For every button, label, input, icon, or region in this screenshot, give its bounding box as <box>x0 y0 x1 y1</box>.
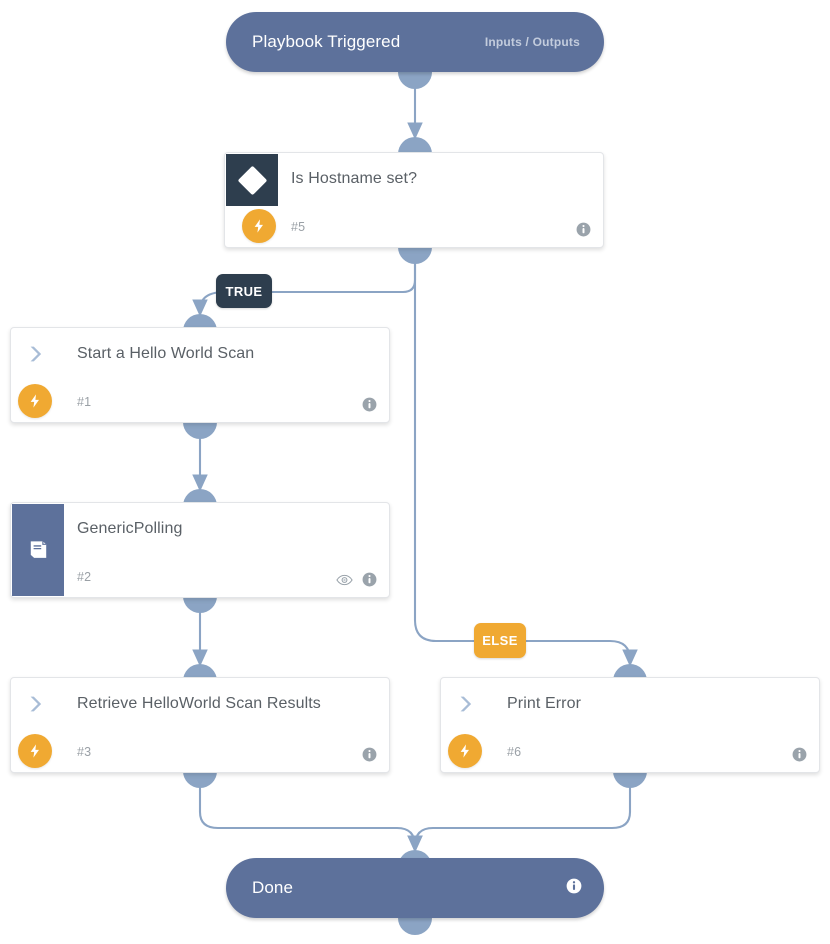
done-actions <box>566 878 582 899</box>
retrieve-number: #3 <box>77 745 92 759</box>
bolt-icon <box>30 744 39 758</box>
info-icon[interactable] <box>566 878 582 894</box>
bolt-badge[interactable] <box>448 734 482 768</box>
condition-title: Is Hostname set? <box>291 170 418 187</box>
dock-out-print-error[interactable] <box>613 771 647 788</box>
chevron-forward-icon-box <box>441 693 493 715</box>
condition-actions <box>576 222 591 237</box>
edge-error-to-done <box>407 784 632 853</box>
start-scan-meta-row: #1 <box>11 380 389 422</box>
start-scan-title-row: Start a Hello World Scan <box>11 328 389 380</box>
bolt-badge[interactable] <box>18 384 52 418</box>
retrieve-title-row: Retrieve HelloWorld Scan Results <box>11 678 389 730</box>
start-scan-number: #1 <box>77 395 92 409</box>
sub-playbook-icon-bar <box>12 504 64 596</box>
branch-else-text: ELSE <box>482 633 518 648</box>
inputs-outputs-link[interactable]: Inputs / Outputs <box>484 35 580 49</box>
chevron-forward-icon <box>460 696 472 712</box>
print-error-actions <box>792 747 807 762</box>
chevron-forward-icon <box>30 346 42 362</box>
print-error-meta-row: #6 <box>441 730 819 772</box>
info-icon[interactable] <box>362 747 377 762</box>
playbook-triggered-title: Playbook Triggered <box>252 32 401 51</box>
print-error-title-row: Print Error <box>441 678 819 730</box>
bolt-icon <box>254 219 263 233</box>
branch-true-text: TRUE <box>225 283 263 299</box>
node-retrieve-scan-results[interactable]: Retrieve HelloWorld Scan Results #3 <box>10 677 390 773</box>
dock-out-start-scan[interactable] <box>183 422 217 439</box>
dock-in-condition[interactable] <box>398 137 432 154</box>
retrieve-actions <box>362 747 377 762</box>
dock-out-retrieve[interactable] <box>183 771 217 788</box>
info-icon[interactable] <box>362 572 377 587</box>
node-print-error[interactable]: Print Error #6 <box>440 677 820 773</box>
bolt-badge[interactable] <box>242 209 276 243</box>
start-scan-title: Start a Hello World Scan <box>77 345 255 362</box>
bolt-icon <box>460 744 469 758</box>
chevron-forward-icon <box>30 696 42 712</box>
bolt-icon <box>30 394 39 408</box>
generic-polling-number: #2 <box>77 570 92 584</box>
generic-polling-title: GenericPolling <box>77 520 183 537</box>
dock-in-start-scan[interactable] <box>183 314 217 331</box>
bolt-badge[interactable] <box>18 734 52 768</box>
book-icon <box>30 540 46 558</box>
dock-in-print-error[interactable] <box>613 664 647 681</box>
edge-condition-else <box>413 260 638 667</box>
dock-out-condition[interactable] <box>398 247 432 264</box>
dock-out-done[interactable] <box>398 918 432 935</box>
done-title: Done <box>252 878 294 897</box>
node-playbook-triggered[interactable]: Playbook Triggered Inputs / Outputs <box>226 12 604 72</box>
node-done[interactable]: Done <box>226 858 604 918</box>
branch-label-true[interactable]: TRUE <box>216 274 272 308</box>
branch-label-else[interactable]: ELSE <box>474 623 526 658</box>
retrieve-title: Retrieve HelloWorld Scan Results <box>77 695 321 712</box>
diamond-icon <box>237 165 267 195</box>
print-error-title: Print Error <box>507 695 581 712</box>
generic-polling-actions <box>336 572 377 587</box>
dock-out-polling[interactable] <box>183 596 217 613</box>
condition-number: #5 <box>291 220 306 234</box>
node-generic-polling[interactable]: GenericPolling #2 <box>10 502 390 598</box>
chevron-forward-icon-box <box>11 343 63 365</box>
info-icon[interactable] <box>576 222 591 237</box>
dock-out-start[interactable] <box>398 72 432 89</box>
condition-icon-block <box>226 154 278 206</box>
info-icon[interactable] <box>792 747 807 762</box>
condition-title-row: Is Hostname set? <box>225 153 603 205</box>
node-start-hello-world-scan[interactable]: Start a Hello World Scan #1 <box>10 327 390 423</box>
generic-polling-title-row: GenericPolling <box>11 503 389 555</box>
condition-meta-row: #5 <box>225 205 603 247</box>
edge-retrieve-to-done <box>198 784 423 853</box>
start-scan-actions <box>362 397 377 412</box>
eye-icon[interactable] <box>336 573 353 587</box>
dock-in-retrieve[interactable] <box>183 664 217 681</box>
chevron-forward-icon-box <box>11 693 63 715</box>
node-is-hostname-set[interactable]: Is Hostname set? #5 <box>224 152 604 248</box>
dock-in-polling[interactable] <box>183 489 217 506</box>
info-icon[interactable] <box>362 397 377 412</box>
generic-polling-meta-row: #2 <box>11 555 389 597</box>
print-error-number: #6 <box>507 745 522 759</box>
retrieve-meta-row: #3 <box>11 730 389 772</box>
